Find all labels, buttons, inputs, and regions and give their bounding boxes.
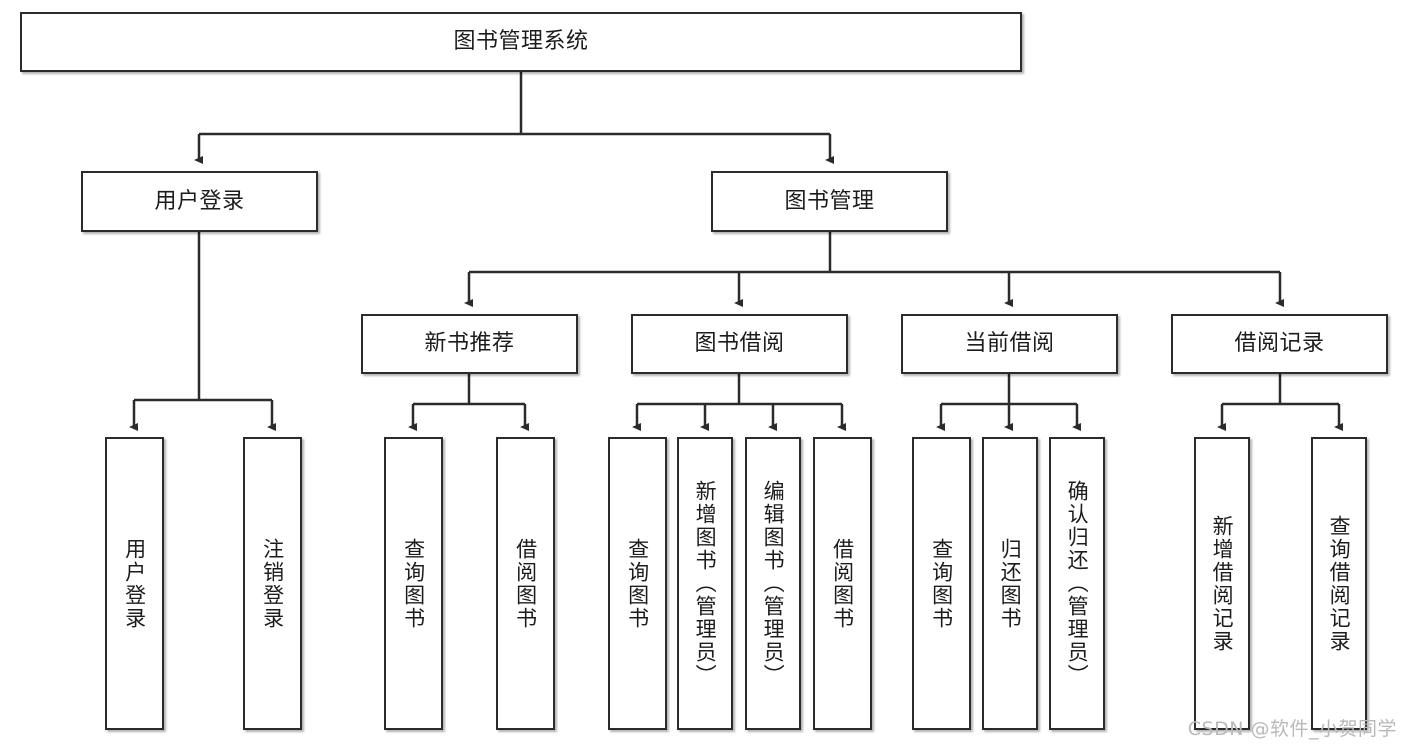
node-label: 新书推荐	[424, 331, 515, 357]
leaf-new-book-borrow[interactable]: 借阅图书	[496, 437, 555, 730]
leaf-current-borrow-return[interactable]: 归还图书	[982, 437, 1038, 730]
leaf-user-login-signout[interactable]: 注销登录	[243, 437, 302, 730]
node-book-management[interactable]: 图书管理	[711, 171, 948, 232]
node-label: 注销登录	[260, 537, 285, 630]
leaf-borrow-record-query[interactable]: 查询借阅记录	[1311, 437, 1367, 730]
node-label: 编辑图书（管理员）	[761, 480, 786, 687]
node-label: 图书管理系统	[453, 29, 589, 55]
node-label: 用户登录	[154, 188, 245, 214]
node-label: 查询图书	[929, 537, 954, 630]
csdn-watermark: CSDN @软件_小贺同学	[1187, 718, 1397, 740]
node-label: 查询图书	[401, 537, 426, 630]
leaf-user-login-signin[interactable]: 用户登录	[105, 437, 164, 730]
node-current-borrow[interactable]: 当前借阅	[901, 314, 1118, 374]
node-label: 借阅记录	[1234, 331, 1325, 357]
node-borrow-record[interactable]: 借阅记录	[1171, 314, 1388, 374]
leaf-book-borrow-add[interactable]: 新增图书（管理员）	[677, 437, 733, 730]
node-book-borrow[interactable]: 图书借阅	[631, 314, 848, 374]
leaf-new-book-query[interactable]: 查询图书	[384, 437, 443, 730]
node-root-system[interactable]: 图书管理系统	[20, 12, 1022, 72]
leaf-current-borrow-confirm[interactable]: 确认归还（管理员）	[1049, 437, 1105, 730]
leaf-book-borrow-lend[interactable]: 借阅图书	[813, 437, 872, 730]
node-label: 借阅图书	[830, 537, 855, 630]
node-user-login[interactable]: 用户登录	[81, 171, 318, 232]
node-label: 新增图书（管理员）	[693, 480, 718, 687]
node-label: 归还图书	[998, 537, 1023, 630]
node-new-book-recommend[interactable]: 新书推荐	[361, 314, 578, 374]
leaf-borrow-record-add[interactable]: 新增借阅记录	[1194, 437, 1250, 730]
leaf-book-borrow-edit[interactable]: 编辑图书（管理员）	[745, 437, 801, 730]
node-label: 图书借阅	[694, 331, 785, 357]
node-label: 用户登录	[122, 537, 147, 630]
node-label: 查询图书	[625, 537, 650, 630]
node-label: 当前借阅	[964, 331, 1055, 357]
node-label: 确认归还（管理员）	[1065, 480, 1090, 687]
node-label: 图书管理	[784, 188, 875, 214]
node-label: 借阅图书	[513, 537, 538, 630]
node-label: 查询借阅记录	[1327, 514, 1352, 653]
leaf-current-borrow-query[interactable]: 查询图书	[912, 437, 971, 730]
leaf-book-borrow-query[interactable]: 查询图书	[608, 437, 667, 730]
node-label: 新增借阅记录	[1210, 514, 1235, 653]
